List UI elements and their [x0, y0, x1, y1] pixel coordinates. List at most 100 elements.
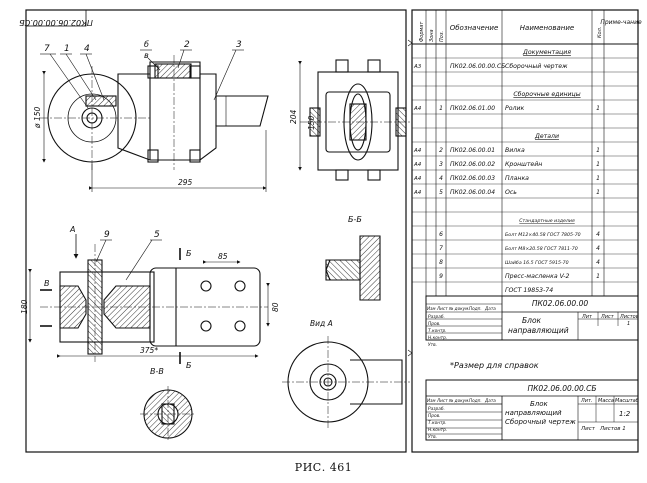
title-block-role: Разраб. — [428, 314, 445, 320]
spec-tb-sheets: Листов — [619, 314, 639, 320]
arrow-a-label: А — [69, 225, 75, 234]
title-block-role: Т.контр. — [428, 420, 447, 426]
cut-b-bottom: Б — [186, 361, 192, 370]
title-block-column: Подп. — [469, 306, 482, 311]
title-block-column: Лист — [436, 306, 448, 311]
spec-row-format: А3 — [413, 64, 422, 70]
title-block-role: Разраб. — [428, 406, 445, 412]
spec-row-name: Болт М12×40.58 ГОСТ 7805-70 — [505, 232, 581, 238]
spec-header-qty: Кол. — [597, 27, 603, 38]
title-block-role: Н.контр. — [428, 335, 447, 341]
dtb-sheet: Лист — [580, 426, 596, 432]
spec-row-qty: 4 — [596, 231, 600, 238]
spec-header-designation: Обозначение — [450, 24, 499, 32]
spec-row-designation: ПК02.06.00.00.СБ — [450, 63, 505, 70]
spec-row: 7 Болт М8×20.58 ГОСТ 7811-70 4 — [439, 245, 600, 252]
dtb-name-3: Сборочный чертеж — [505, 418, 576, 426]
spec-header-zone: Зона — [429, 29, 435, 42]
dtb-lit: Лит. — [580, 398, 593, 404]
dim-d150: ø 150 — [33, 106, 42, 129]
section-bb-title: Б-Б — [348, 215, 362, 224]
section-bb — [325, 235, 381, 301]
spec-header-format: Формат — [419, 21, 425, 42]
callout-4: 4 — [84, 44, 90, 54]
spec-row-format: А4 — [413, 106, 422, 112]
view-a — [282, 336, 410, 428]
callout-7: 7 — [44, 44, 50, 54]
dim-85: 85 — [218, 252, 228, 261]
view-a-title: Вид А — [310, 319, 333, 328]
dim-80: 80 — [271, 302, 280, 312]
dim-375: 375* — [140, 346, 158, 355]
spec-row-qty: 1 — [596, 189, 600, 196]
spec-row: Стандартные изделия — [519, 218, 575, 224]
spec-tb-sheet: Лист — [600, 314, 615, 320]
assembly-drawing-sheet: ПК02.06.00.00.СБ — [19, 9, 539, 453]
spec-row: ГОСТ 19853-74 — [505, 287, 553, 294]
spec-row-name: Планка — [505, 175, 529, 182]
spec-section-heading: Стандартные изделия — [519, 218, 575, 224]
spec-title-block — [425, 295, 639, 341]
dtb-mass: Масса — [598, 398, 614, 404]
stamp-top-designation: ПК02.06.00.00.СБ — [19, 18, 93, 27]
callout-leaders — [40, 49, 244, 109]
plan-view — [40, 234, 268, 364]
title-block-role: Пров. — [428, 413, 441, 419]
title-block-role: Утв. — [428, 434, 437, 440]
spec-row-format: А4 — [413, 148, 422, 154]
callout-3: 3 — [236, 40, 242, 50]
dtb-sheets: Листов 1 — [599, 426, 626, 432]
spec-header-note: Приме-чание — [600, 19, 642, 26]
cut-v-left: В — [44, 279, 50, 288]
spec-row-pos: 4 — [439, 175, 443, 182]
spec-tb-name-1: Блок — [522, 316, 542, 325]
side-view — [300, 59, 412, 181]
title-block-role: Н.контр. — [428, 427, 447, 433]
spec-tb-lit: Лит — [581, 314, 593, 320]
front-view — [40, 55, 269, 170]
title-block-column: № докум. — [448, 306, 470, 311]
spec-row-qty: 1 — [596, 175, 600, 182]
spec-row-name: Болт М8×20.58 ГОСТ 7811-70 — [505, 246, 578, 252]
section-vv-title: В-В — [150, 367, 164, 376]
spec-header-name: Наименование — [520, 24, 574, 32]
spec-section-heading: Документация — [522, 49, 571, 56]
callout-1: 1 — [64, 44, 70, 54]
spec-row-designation: ПК02.06.00.03 — [450, 175, 495, 182]
dtb-designation: ПК02.06.00.00.СБ — [527, 384, 596, 393]
spec-row-name: Кронштейн — [505, 161, 542, 168]
spec-row-name: Ось — [505, 189, 517, 196]
title-block-column: Изм — [427, 306, 436, 311]
dim-150b: 150 — [307, 115, 316, 130]
spec-row-designation: ПК02.06.01.00 — [450, 105, 495, 112]
dtb-scale-value: 1:2 — [619, 410, 631, 418]
title-block-role: Т.контр. — [428, 328, 447, 334]
spec-row: Сборочные единицы — [513, 90, 580, 98]
spec-header-pos: Поз. — [439, 31, 445, 42]
title-block-column: № докум. — [448, 398, 470, 403]
spec-row-pos: 7 — [439, 245, 443, 252]
spec-row-name: Сборочный чертеж — [505, 62, 568, 70]
spec-row-qty: 4 — [596, 259, 600, 266]
title-block-column: Лист — [436, 398, 448, 403]
spec-section-heading: Детали — [534, 133, 559, 140]
title-block-column: Изм — [427, 398, 436, 403]
spec-row-qty: 4 — [596, 245, 600, 252]
callout-5: 5 — [154, 230, 160, 240]
spec-row-designation: ПК02.06.00.04 — [450, 189, 495, 196]
front-view-dims — [42, 61, 302, 192]
callout-2: 2 — [184, 40, 190, 50]
dim-180: 180 — [20, 299, 29, 314]
spec-row-pos: 3 — [439, 161, 443, 168]
